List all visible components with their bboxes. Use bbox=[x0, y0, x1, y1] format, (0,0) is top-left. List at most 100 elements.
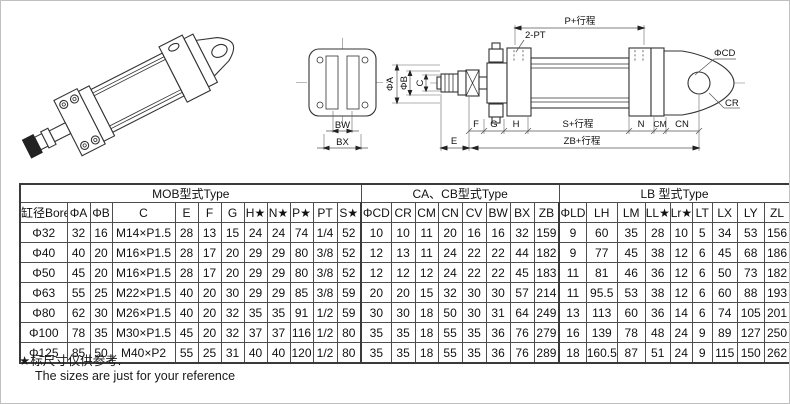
table-cell: 12 bbox=[669, 242, 693, 263]
table-cell: 80 bbox=[336, 342, 362, 364]
table-cell: 64 bbox=[509, 302, 535, 323]
table-cell: 52 bbox=[336, 262, 362, 283]
s-dim-label: S+行程 bbox=[563, 118, 594, 130]
table-cell: 249 bbox=[533, 302, 560, 323]
table-cell: 35 bbox=[390, 342, 416, 364]
table-cell: 30 bbox=[89, 302, 113, 323]
table-cell: 17 bbox=[197, 242, 222, 263]
table-group-header: CA、CB型式Type bbox=[360, 183, 560, 203]
table-cell: 73 bbox=[736, 262, 765, 283]
table-cell: 60 bbox=[585, 222, 618, 243]
table-cell: 28 bbox=[174, 262, 199, 283]
side-view-drawing: ΦCD CR P+行程 2-PT ΦA ΦB C bbox=[385, 15, 746, 151]
table-cell: 29 bbox=[243, 282, 268, 303]
table-cell: 29 bbox=[243, 262, 268, 283]
table-cell: 156 bbox=[763, 222, 789, 243]
rear-cap-block bbox=[628, 47, 652, 117]
table-cell: 17 bbox=[197, 262, 222, 283]
table-cell: 35 bbox=[616, 222, 646, 243]
table-cell: 53 bbox=[616, 282, 646, 303]
column-header: CR bbox=[390, 202, 416, 223]
table-cell: 1/2 bbox=[312, 342, 338, 364]
table-cell: 24 bbox=[266, 222, 291, 243]
table-cell: 18 bbox=[414, 342, 439, 364]
table-cell: 9 bbox=[691, 342, 713, 364]
column-header: CV bbox=[461, 202, 487, 223]
zb-dim-label: ZB+行程 bbox=[564, 135, 601, 147]
table-cell: 262 bbox=[763, 342, 789, 364]
bore-size-cell: Φ40 bbox=[19, 242, 68, 263]
table-cell: M26×P1.5 bbox=[111, 302, 176, 323]
column-header: LX bbox=[711, 202, 738, 223]
table-cell: 24 bbox=[243, 222, 268, 243]
p-dim-label: P+行程 bbox=[565, 15, 596, 27]
port-label: 2-PT bbox=[525, 30, 546, 41]
table-cell: 45 bbox=[509, 262, 535, 283]
footnote: ★标尺寸仅供参考. The sizes are just for your re… bbox=[19, 354, 235, 384]
column-header: N★ bbox=[266, 202, 291, 223]
table-cell: 40 bbox=[174, 302, 199, 323]
table-cell: 80 bbox=[289, 242, 314, 263]
table-cell: 32 bbox=[66, 222, 91, 243]
table-cell: 6 bbox=[691, 262, 713, 283]
table-cell: 20 bbox=[220, 242, 245, 263]
table-cell: 20 bbox=[390, 282, 416, 303]
table-cell: 3/8 bbox=[312, 262, 338, 283]
table-cell: 88 bbox=[736, 282, 765, 303]
table-cell: 50 bbox=[711, 262, 738, 283]
table-cell: 139 bbox=[585, 322, 618, 343]
table-cell: 28 bbox=[174, 242, 199, 263]
table-cell: 44 bbox=[509, 242, 535, 263]
table-group-header: MOB型式Type bbox=[19, 183, 362, 203]
column-header: ΦCD bbox=[360, 202, 392, 223]
table-cell: 18 bbox=[414, 302, 439, 323]
column-header: LL★ bbox=[644, 202, 671, 223]
h-dim-label: H bbox=[513, 119, 520, 130]
table-cell: 32 bbox=[220, 322, 245, 343]
bracket-slot-left bbox=[325, 55, 339, 110]
table-cell: 22 bbox=[461, 262, 487, 283]
table-cell: 50 bbox=[437, 302, 463, 323]
table-cell: 35 bbox=[360, 342, 392, 364]
table-cell: 32 bbox=[437, 282, 463, 303]
table-cell: 35 bbox=[89, 322, 113, 343]
column-header: BX bbox=[509, 202, 535, 223]
table-cell: 80 bbox=[289, 262, 314, 283]
column-header: Lr★ bbox=[669, 202, 693, 223]
table-cell: 24 bbox=[437, 262, 463, 283]
bx-dim-label: BX bbox=[336, 137, 349, 148]
table-cell: 31 bbox=[485, 302, 511, 323]
column-header: ΦB bbox=[89, 202, 113, 223]
table-cell: 35 bbox=[390, 322, 416, 343]
table-cell: 91 bbox=[289, 302, 314, 323]
table-cell: 60 bbox=[616, 302, 646, 323]
table-cell: 20 bbox=[197, 282, 222, 303]
bracket-plate bbox=[308, 48, 377, 117]
table-cell: 13 bbox=[197, 222, 222, 243]
table-cell: 20 bbox=[197, 302, 222, 323]
cn-dim-label: CN bbox=[675, 119, 689, 130]
table-cell: 289 bbox=[533, 342, 560, 364]
table-cell: 12 bbox=[360, 262, 392, 283]
table-cell: 80 bbox=[336, 322, 362, 343]
table-cell: 52 bbox=[336, 242, 362, 263]
table-cell: 193 bbox=[763, 282, 789, 303]
bracket-front-view: BW BX bbox=[296, 38, 390, 151]
table-cell: 74 bbox=[711, 302, 738, 323]
table-cell: 12 bbox=[414, 262, 439, 283]
table-cell: 13 bbox=[390, 242, 416, 263]
table-cell: 76 bbox=[509, 322, 535, 343]
table-cell: 35 bbox=[461, 322, 487, 343]
column-header: LT bbox=[691, 202, 713, 223]
table-cell: 36 bbox=[485, 342, 511, 364]
column-header: F bbox=[197, 202, 222, 223]
table-cell: 81 bbox=[585, 262, 618, 283]
table-cell: 48 bbox=[644, 322, 671, 343]
table-cell: 10 bbox=[390, 222, 416, 243]
f-dim-label: F bbox=[473, 119, 479, 130]
table-cell: 87 bbox=[616, 342, 646, 364]
